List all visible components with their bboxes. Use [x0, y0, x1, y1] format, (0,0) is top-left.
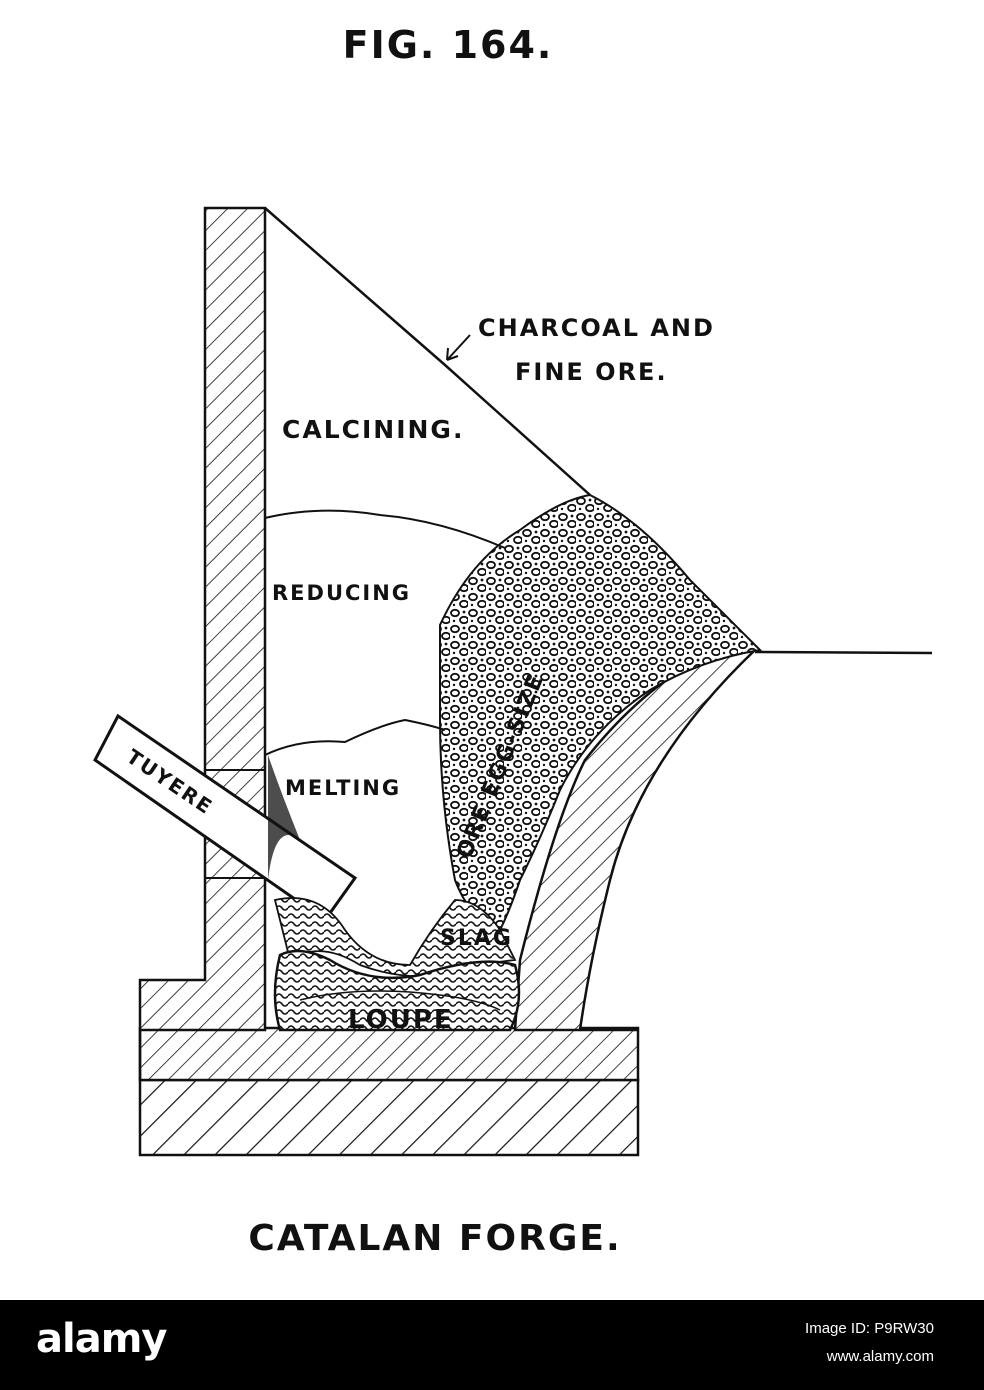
label-charcoal-line2: FINE ORE. [515, 358, 668, 386]
label-loupe: LOUPE [348, 1005, 454, 1035]
figure-caption: CATALAN FORGE. [248, 1218, 621, 1259]
left-wall [138, 206, 267, 1080]
watermark-url: www.alamy.com [826, 1348, 934, 1365]
base-slab [138, 1078, 640, 1157]
slag-flow [273, 897, 517, 978]
charcoal-pointer [446, 334, 471, 361]
charge-slope [264, 207, 933, 655]
loupe [273, 949, 521, 1032]
alamy-logo: alamy [36, 1316, 167, 1362]
label-reducing: REDUCING [272, 581, 411, 605]
label-slag: SLAG [440, 926, 513, 951]
figure-number: FIG. 164. [343, 23, 554, 67]
label-calcining: CALCINING. [282, 415, 464, 444]
catalan-forge-diagram: FIG. 164. CHARCOAL AND FINE ORE. CALCINI… [93, 23, 933, 1259]
label-melting: MELTING [285, 776, 401, 800]
image-id: Image ID: P9RW30 [805, 1320, 934, 1337]
label-charcoal-line1: CHARCOAL AND [478, 314, 715, 342]
hearth-floor [138, 1026, 640, 1082]
zone-boundaries [264, 509, 506, 756]
watermark-bar: alamy Image ID: P9RW30 www.alamy.com [0, 1300, 984, 1390]
